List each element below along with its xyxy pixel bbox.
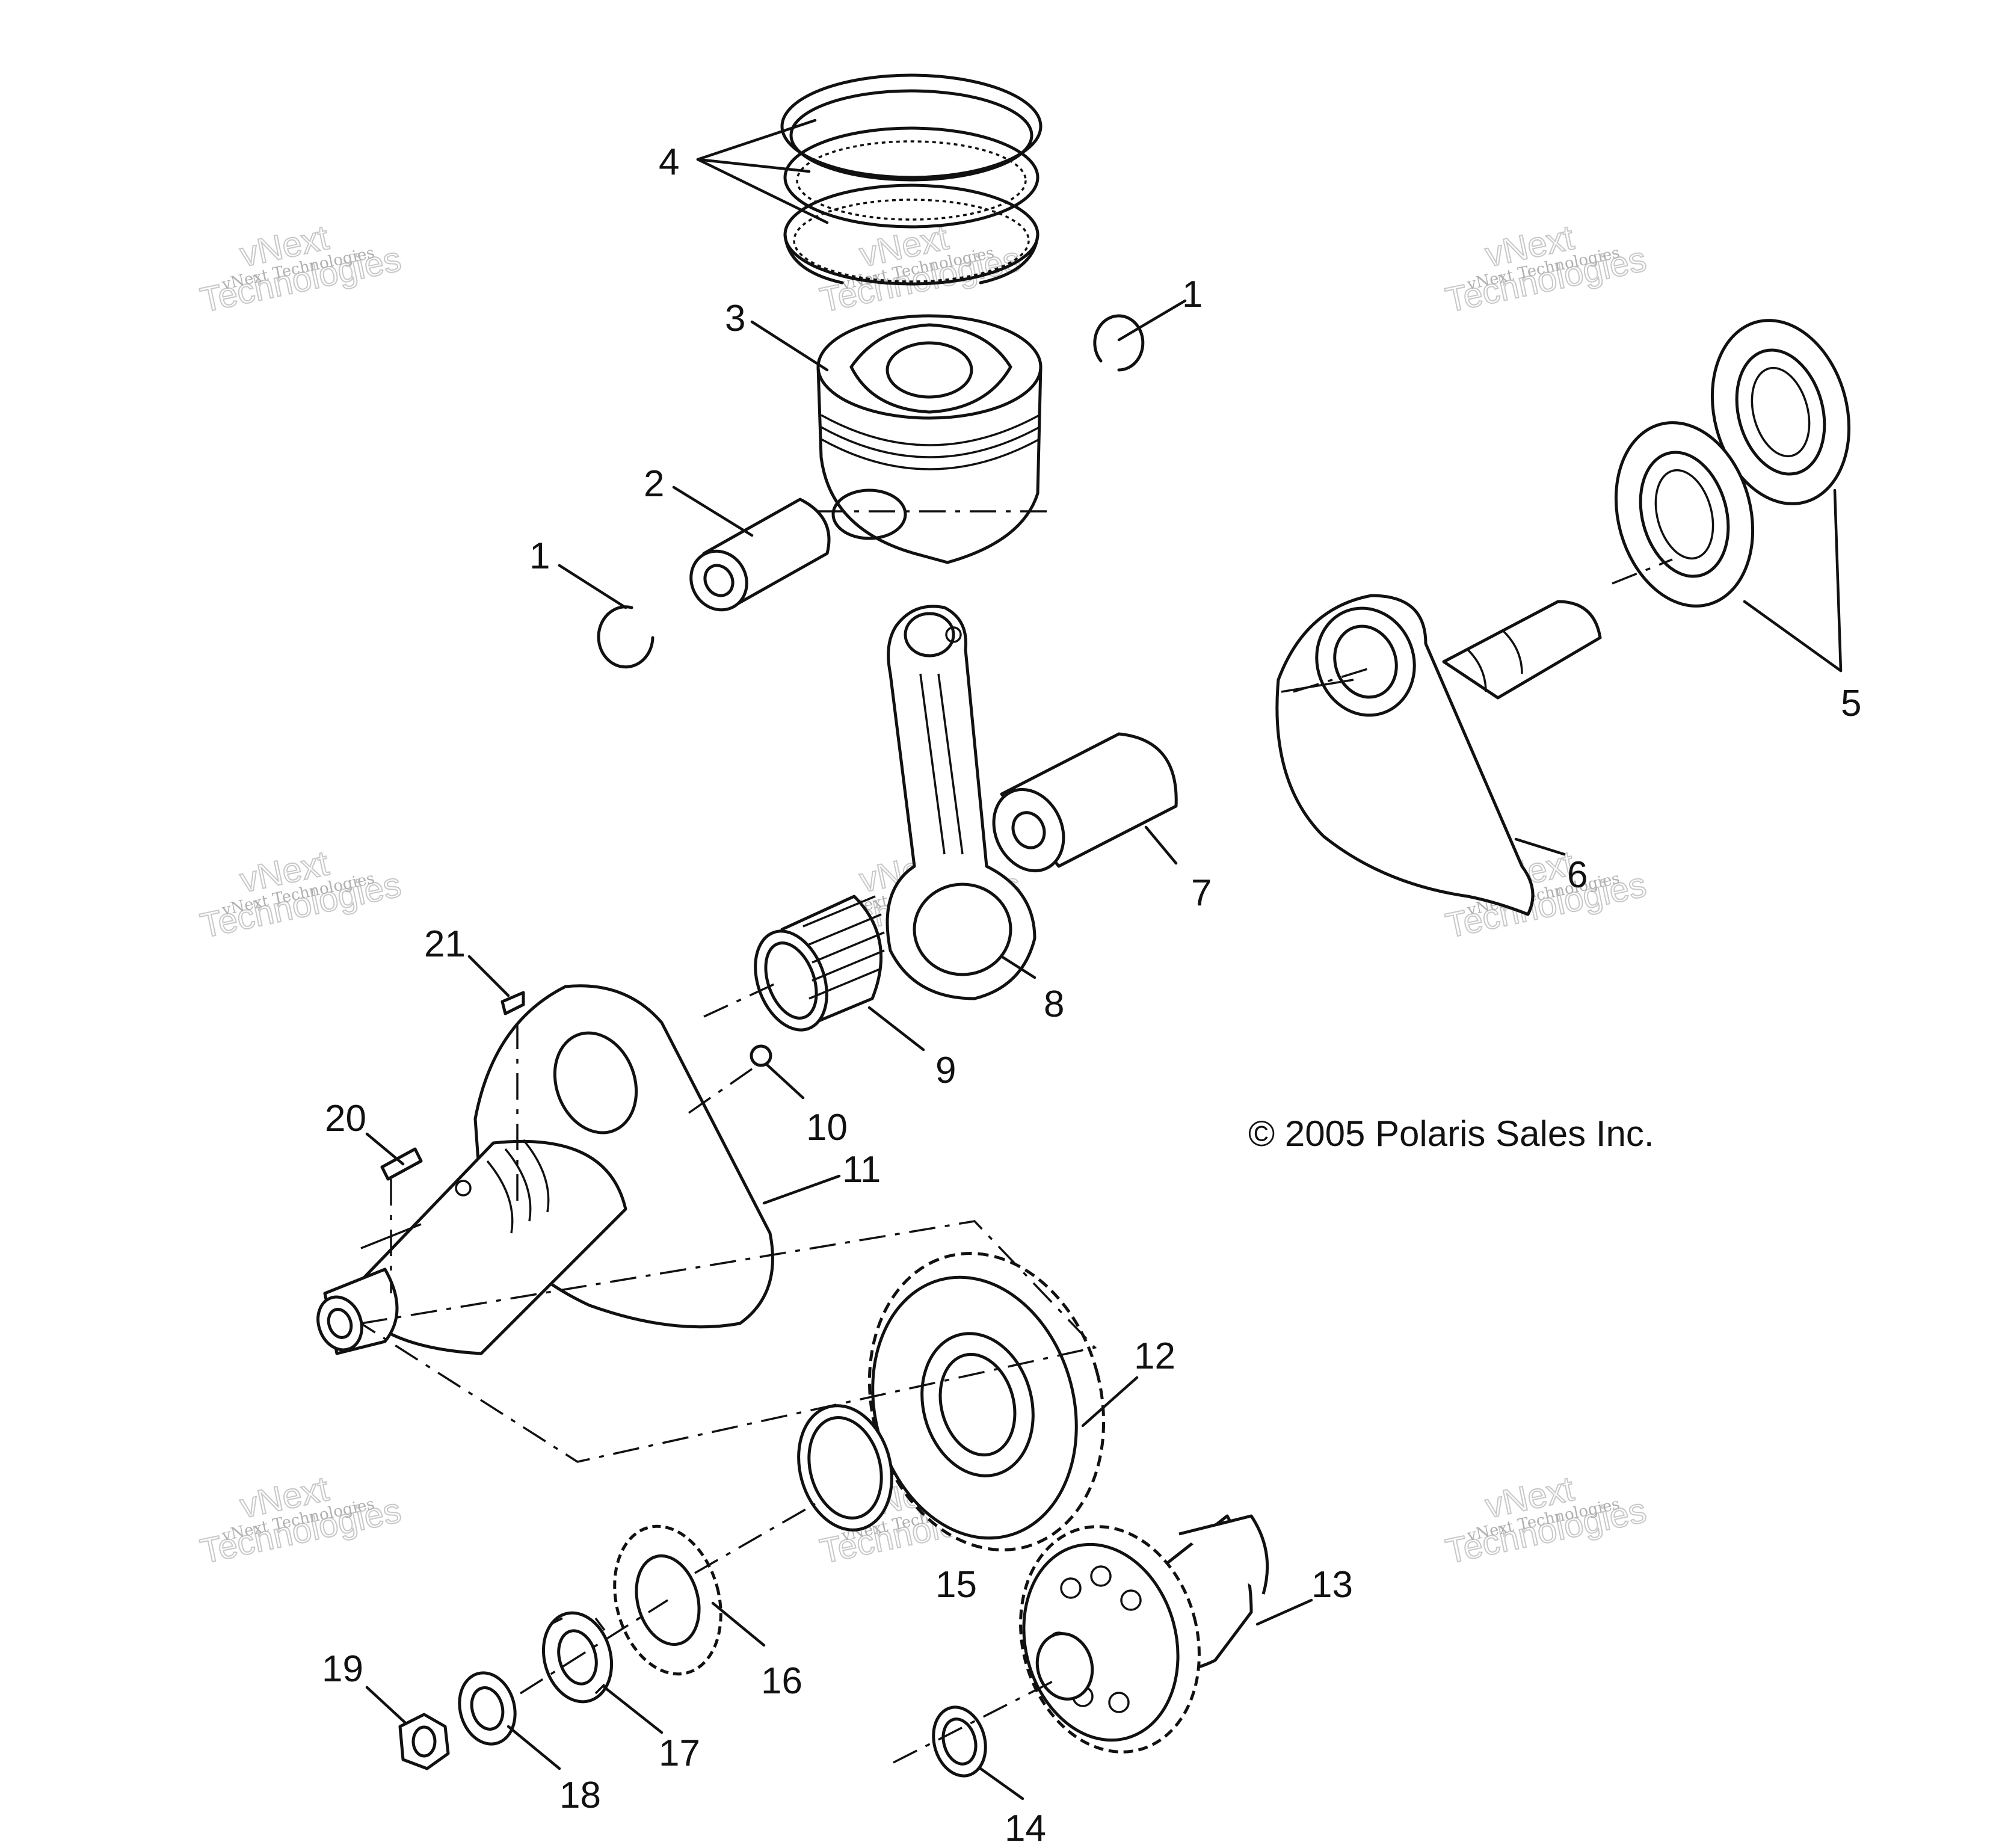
callout-10: 10: [806, 1107, 848, 1148]
callout-1-upper: 1: [1182, 274, 1203, 315]
watermark: vNext Technologies vNext Technologies: [197, 1468, 405, 1572]
nut-washer: [458, 1671, 517, 1746]
callout-2: 2: [644, 463, 664, 505]
alignment-lines: [360, 510, 1673, 1764]
callout-12: 12: [1134, 1335, 1175, 1377]
circlip-lower: [597, 605, 654, 669]
callout-11: 11: [842, 1149, 881, 1190]
callout-5: 5: [1841, 683, 1861, 724]
callout-9: 9: [935, 1050, 956, 1091]
leader-lines: [365, 119, 1843, 1800]
needle-bearing: [754, 895, 885, 1032]
callout-labels: 4 1 3 2 1 5 6 7 8 9 10 11 21 20 12 13 15…: [322, 141, 1861, 1848]
piston-rings: [780, 73, 1043, 286]
callout-15: 15: [935, 1564, 977, 1606]
thrust-washer: [797, 1404, 893, 1532]
drive-gear: [867, 1252, 1106, 1551]
callout-7: 7: [1191, 872, 1212, 914]
callout-4: 4: [659, 141, 679, 183]
crank-pin: [992, 732, 1178, 873]
callout-8: 8: [1044, 984, 1064, 1025]
circlip-upper: [1093, 314, 1145, 372]
watermark: vNext Technologies vNext Technologies: [816, 217, 1025, 321]
connecting-rod: [886, 605, 1036, 1000]
callout-13: 13: [1311, 1564, 1353, 1606]
callout-3: 3: [725, 298, 745, 339]
crankshaft-right-half: [1275, 594, 1602, 916]
wrist-pin: [689, 497, 831, 612]
copyright-text: © 2005 Polaris Sales Inc.: [1248, 1113, 1654, 1154]
ball: [750, 1044, 772, 1067]
watermark: vNext Technologies vNext Technologies: [1442, 1468, 1651, 1572]
balance-washer: [932, 1705, 987, 1778]
balance-shaft: [1019, 1514, 1269, 1754]
callout-20: 20: [325, 1098, 366, 1139]
key-upper: [500, 991, 525, 1015]
watermark: vNext Technologies vNext Technologies: [1442, 217, 1651, 321]
watermark: vNext Technologies vNext Technologies: [197, 217, 405, 321]
main-bearings: [1614, 319, 1851, 608]
callout-18: 18: [559, 1775, 601, 1816]
callout-6: 6: [1567, 854, 1588, 896]
callout-19: 19: [322, 1648, 363, 1690]
crankshaft-left-half: [316, 984, 774, 1355]
callout-17: 17: [659, 1732, 700, 1774]
watermark: vNext Technologies vNext Technologies: [197, 843, 405, 946]
callout-16: 16: [761, 1660, 802, 1702]
callout-21: 21: [424, 923, 466, 965]
callout-14: 14: [1005, 1808, 1046, 1848]
hex-nut: [398, 1713, 450, 1770]
piston: [816, 314, 1043, 564]
callout-1-lower: 1: [529, 535, 550, 577]
